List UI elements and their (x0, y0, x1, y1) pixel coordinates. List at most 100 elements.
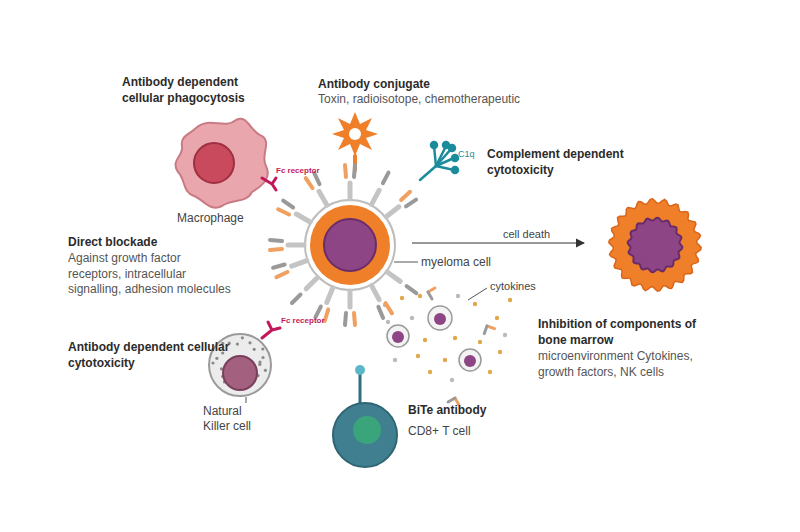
receptor (327, 288, 333, 303)
myeloma-cell (305, 200, 395, 290)
leader-line (394, 262, 418, 263)
cytokine-dot (428, 370, 432, 374)
t-cell (355, 365, 365, 375)
antibody (406, 200, 416, 207)
granule (261, 356, 264, 359)
granule (248, 341, 251, 344)
antibody (315, 307, 320, 318)
antibody (325, 310, 329, 322)
cytokine-dots (383, 288, 512, 405)
antibody (401, 192, 410, 200)
leader-line (246, 397, 247, 403)
granule (253, 348, 256, 351)
cell-label: Macrophage (177, 211, 244, 226)
macrophage-shape (194, 143, 234, 183)
antibody (484, 326, 487, 334)
c1q-complement (436, 146, 446, 166)
receptor (372, 190, 380, 204)
cytokine-dot (416, 354, 420, 358)
dead-cell (609, 199, 701, 291)
mechanism-heading: Inhibition of components of bone marrow (538, 317, 703, 348)
cytokine-dot (443, 358, 447, 362)
receptor (348, 183, 353, 199)
antibody (383, 173, 389, 184)
cytokine-dot (456, 294, 460, 298)
t-cell (353, 416, 381, 444)
c1q-complement (443, 142, 449, 148)
cytokine-dot (498, 350, 502, 354)
cytokine-dot (473, 302, 477, 306)
c1q-complement (452, 155, 458, 161)
nk-cell (209, 322, 280, 396)
antibody (354, 165, 355, 177)
cytokine-dot (503, 333, 507, 337)
nk-cell (262, 322, 280, 338)
receptor (319, 191, 327, 205)
nk-cell (223, 356, 257, 390)
cytokine-dot (386, 320, 390, 324)
antibody (407, 286, 417, 293)
antibody (428, 292, 432, 299)
receptor (348, 291, 353, 307)
antibody (345, 313, 346, 325)
macrophage-shape (262, 178, 276, 190)
cytokine-dot (488, 370, 492, 374)
receptor-label: Fc receptor (276, 166, 320, 176)
cell-label: myeloma cell (421, 255, 491, 270)
myeloma-cell (310, 205, 390, 285)
leader-line (468, 288, 487, 300)
receptor (292, 261, 307, 267)
bone-marrow-cells (387, 325, 409, 347)
cell-node: Macrophage (178, 118, 270, 210)
cytokine-dot (495, 316, 499, 320)
antibody (345, 165, 346, 177)
t-cell (333, 403, 397, 467)
receptor (387, 272, 400, 281)
granule (215, 357, 218, 360)
receptor (372, 286, 380, 300)
cytokine-dot (508, 298, 512, 302)
cytokine-dot (453, 336, 457, 340)
arrow-label: cell death (503, 227, 550, 241)
bone-marrow-cells (387, 306, 481, 371)
mechanism-heading: BiTe antibody (408, 403, 486, 419)
granule (258, 363, 261, 366)
antibody (273, 265, 285, 268)
toxin-star (332, 112, 378, 170)
cell-label: CD8+ T cell (408, 424, 471, 439)
mechanism-description: microenvironment Cytokines, growth facto… (538, 349, 693, 380)
antibody (278, 209, 289, 214)
receptor-label: Fc receptor (281, 316, 325, 326)
t-cell (333, 365, 397, 467)
cytokine-dot (410, 316, 414, 320)
toxin-star (349, 128, 361, 140)
dead-cell-nucleus (628, 218, 683, 273)
cell-node: CD8+ T cell (333, 403, 397, 467)
cell-node: myeloma cell (305, 200, 395, 290)
antibody (270, 249, 282, 250)
antibody (306, 178, 313, 188)
antibody (354, 313, 355, 325)
receptor (288, 243, 304, 248)
bone-marrow-cells (428, 306, 452, 330)
bone-marrow-cells (464, 355, 476, 367)
mechanism-description: Toxin, radioisotope, chemotherapeutic (318, 92, 520, 108)
bone-marrow-cells (392, 331, 404, 343)
antibody (277, 272, 288, 277)
mechanism-heading: Antibody dependent cellular phagocytosis (122, 75, 272, 106)
myeloma-cell (305, 200, 395, 290)
granule (236, 343, 239, 346)
c1q-complement (420, 142, 458, 180)
t-cell (359, 372, 362, 404)
mechanism-heading: Antibody dependent cellular cytotoxicity (68, 340, 233, 371)
cytokine-dot (423, 338, 427, 342)
mechanism-heading: Antibody conjugate (318, 77, 430, 93)
myeloma-cell (324, 219, 376, 271)
antibodies (270, 165, 416, 325)
granule (211, 361, 214, 364)
granule (261, 347, 264, 350)
granule (241, 336, 244, 339)
molecule-label: C1q (458, 149, 475, 161)
antibody (283, 201, 293, 208)
